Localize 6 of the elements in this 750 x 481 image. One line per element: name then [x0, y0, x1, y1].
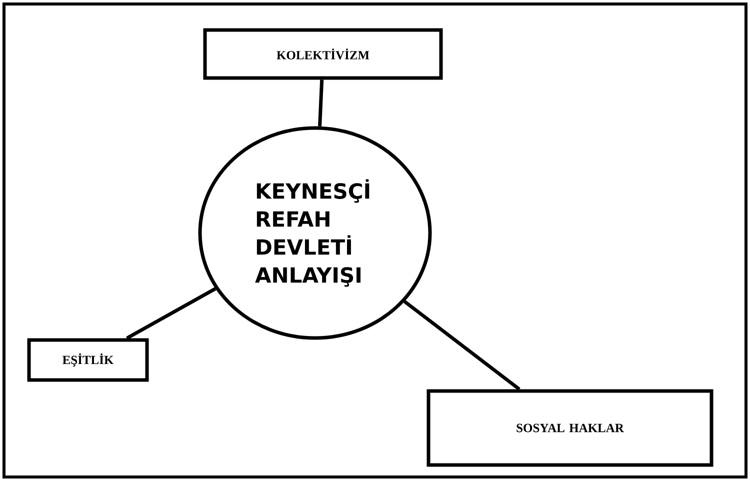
concept-box: KOLEKTİVİZM — [203, 28, 443, 80]
connector-line — [126, 287, 216, 340]
concept-box: SOSYAL HAKLAR — [426, 389, 714, 467]
concept-box: EŞİTLİK — [27, 338, 149, 382]
connector-line — [318, 80, 324, 126]
connector-line — [404, 300, 520, 391]
